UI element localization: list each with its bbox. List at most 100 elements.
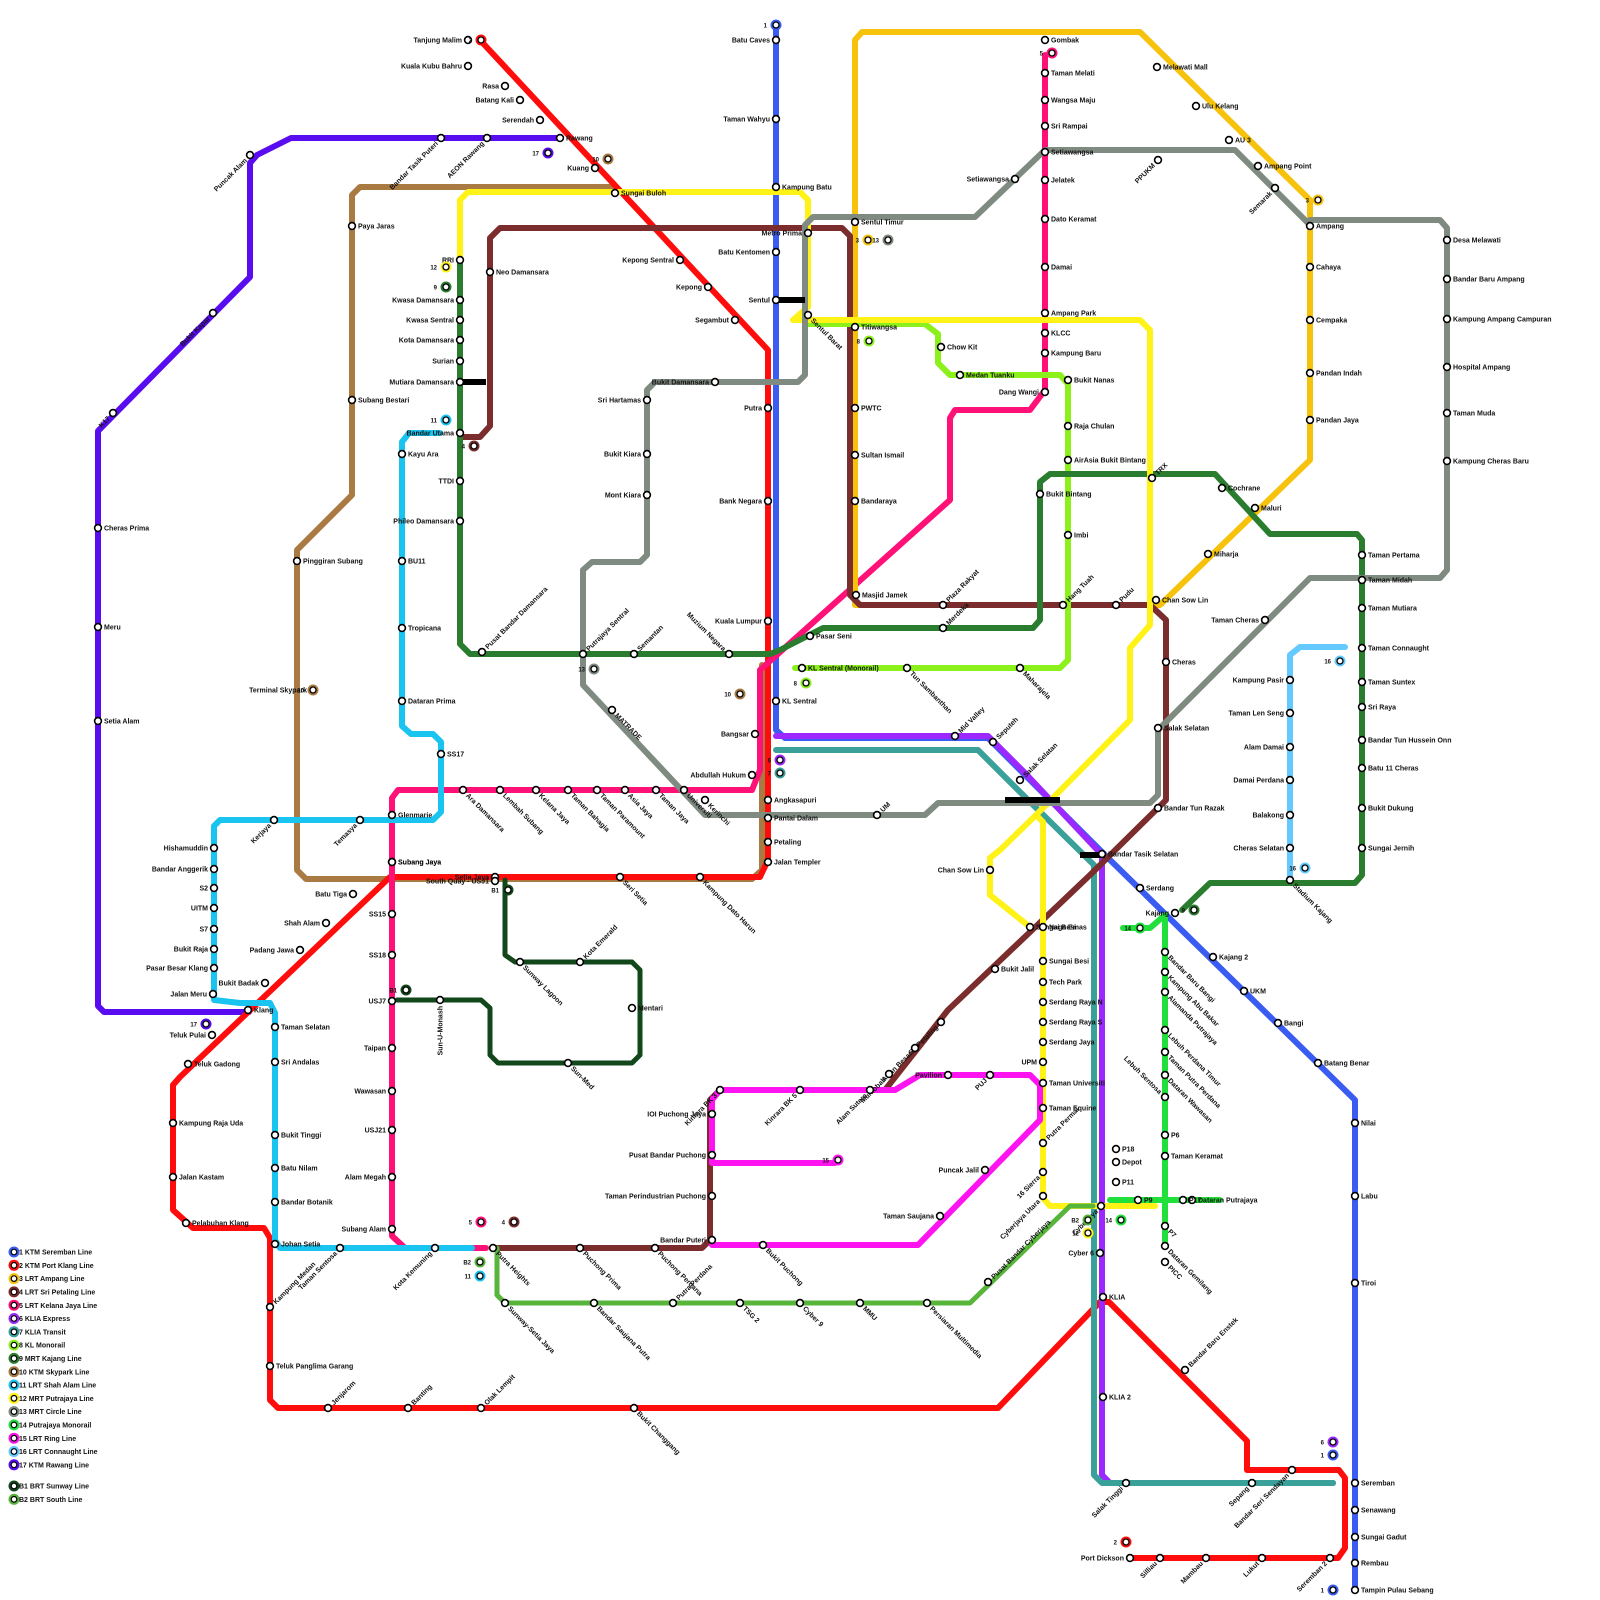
- station-marker[interactable]: [886, 1071, 893, 1078]
- station-taman-universiti[interactable]: Taman Universiti: [1040, 1080, 1105, 1088]
- station-ss15[interactable]: SS15: [369, 911, 396, 919]
- station-kampung-pasir[interactable]: Kampung Pasir: [1233, 677, 1294, 685]
- station-marker[interactable]: [211, 905, 218, 912]
- station-ss17[interactable]: SS17: [438, 751, 465, 759]
- station-marker[interactable]: [1155, 157, 1162, 164]
- station-bandaraya[interactable]: Bandaraya: [852, 498, 897, 506]
- station-raja-chulan[interactable]: Raja Chulan: [1065, 423, 1115, 431]
- station-marker[interactable]: [1098, 1203, 1105, 1210]
- station-marker[interactable]: [517, 959, 524, 966]
- station-taman-len-seng[interactable]: Taman Len Seng: [1229, 710, 1294, 718]
- station-bukit-jalil[interactable]: Bukit Jalil: [992, 966, 1035, 974]
- station-miharja[interactable]: Miharja: [1205, 551, 1239, 559]
- station-marker[interactable]: [1042, 149, 1049, 156]
- station-marker[interactable]: [272, 1059, 279, 1066]
- station-marker[interactable]: [484, 135, 491, 142]
- station-senawang[interactable]: Senawang: [1352, 1507, 1396, 1515]
- station-marker[interactable]: [1249, 1480, 1256, 1487]
- station-marker[interactable]: [517, 97, 524, 104]
- station-kampung-dato-harun[interactable]: Kampung Dato Harun: [697, 874, 757, 936]
- station-marker[interactable]: [247, 152, 254, 159]
- station-cheras-prima[interactable]: Cheras Prima: [95, 525, 150, 533]
- station-kl-sentral-monorail[interactable]: KL Sentral (Monorail): [799, 665, 879, 673]
- station-marker[interactable]: [460, 787, 467, 794]
- station-cheras[interactable]: Cheras: [1163, 659, 1196, 667]
- station-marker[interactable]: [1155, 725, 1162, 732]
- station-marker[interactable]: [1042, 177, 1049, 184]
- station-marker[interactable]: [1359, 645, 1366, 652]
- station-bandar-tun-razak[interactable]: Bandar Tun Razak: [1155, 805, 1225, 813]
- station-pasar-seni[interactable]: Pasar Seni: [807, 633, 852, 641]
- station-marker[interactable]: [245, 1007, 252, 1014]
- station-surian[interactable]: Surian: [432, 358, 463, 366]
- station-marker[interactable]: [1359, 845, 1366, 852]
- station-marker[interactable]: [349, 223, 356, 230]
- station-sri-hartamas[interactable]: Sri Hartamas: [598, 397, 651, 405]
- station-imbi[interactable]: Imbi: [1065, 532, 1089, 540]
- station-marker[interactable]: [1065, 423, 1072, 430]
- station-marker[interactable]: [765, 405, 772, 412]
- station-ampang-point[interactable]: Ampang Point: [1255, 163, 1313, 171]
- station-damai-perdana[interactable]: Damai Perdana: [1233, 777, 1293, 785]
- station-marker[interactable]: [1042, 389, 1049, 396]
- station-marker[interactable]: [712, 379, 719, 386]
- station-marker[interactable]: [457, 379, 464, 386]
- station-marker[interactable]: [1123, 1480, 1130, 1487]
- station-marker[interactable]: [405, 1405, 412, 1412]
- station-marker[interactable]: [1065, 532, 1072, 539]
- station-taman-mutiara[interactable]: Taman Mutiara: [1359, 605, 1417, 613]
- station-klia-2[interactable]: KLIA 2: [1100, 1394, 1131, 1402]
- station-pusat-bandar-cyberjaya[interactable]: Pusat Bandar Cyberjaya: [985, 1219, 1053, 1285]
- station-marker[interactable]: [1444, 276, 1451, 283]
- station-marker[interactable]: [1252, 505, 1259, 512]
- station-marker[interactable]: [95, 525, 102, 532]
- station-cochrane[interactable]: Cochrane: [1219, 485, 1261, 493]
- station-marker[interactable]: [1042, 350, 1049, 357]
- station-bandar-baru-enstek[interactable]: Bandar Baru Enstek: [1182, 1317, 1240, 1374]
- station-subang-alam[interactable]: Subang Alam: [342, 1226, 396, 1234]
- station-marker[interactable]: [1262, 617, 1269, 624]
- station-marker[interactable]: [982, 1167, 989, 1174]
- station-marker[interactable]: [1042, 37, 1049, 44]
- station-marker[interactable]: [1352, 1560, 1359, 1567]
- station-p18[interactable]: P18: [1113, 1146, 1135, 1154]
- station-marker[interactable]: [1205, 551, 1212, 558]
- station-angkasapuri[interactable]: Angkasapuri: [765, 797, 817, 805]
- station-kota-damansara[interactable]: Kota Damansara: [399, 337, 464, 345]
- station-marker[interactable]: [773, 184, 780, 191]
- station-alam-damai[interactable]: Alam Damai: [1244, 744, 1293, 752]
- station-marker[interactable]: [1359, 552, 1366, 559]
- station-marker[interactable]: [211, 946, 218, 953]
- station-marker[interactable]: [765, 797, 772, 804]
- station-marker[interactable]: [773, 116, 780, 123]
- station-marker[interactable]: [272, 1024, 279, 1031]
- station-marker[interactable]: [938, 1019, 945, 1026]
- station-marker[interactable]: [209, 1032, 216, 1039]
- station-marker[interactable]: [1359, 805, 1366, 812]
- station-tiroi[interactable]: Tiroi: [1352, 1280, 1376, 1288]
- station-seremban[interactable]: Seremban: [1352, 1480, 1395, 1488]
- station-marker[interactable]: [389, 1226, 396, 1233]
- station-marker[interactable]: [705, 284, 712, 291]
- station-kota-emerald[interactable]: Kota Emerald: [577, 924, 620, 965]
- station-marker[interactable]: [1444, 410, 1451, 417]
- station-lebuh-sentosa[interactable]: Lebuh Sentosa: [1122, 1056, 1168, 1101]
- station-shah-alam[interactable]: Shah Alam: [284, 920, 329, 928]
- station-marker[interactable]: [940, 625, 947, 632]
- station-marker[interactable]: [457, 317, 464, 324]
- station-pasar-besar-klang[interactable]: Pasar Besar Klang: [146, 965, 217, 973]
- station-segambut[interactable]: Segambut: [695, 317, 738, 325]
- station-kepong[interactable]: Kepong: [676, 284, 711, 292]
- station-sunway-setia-jaya[interactable]: Sunway-Setia Jaya: [502, 1300, 556, 1355]
- station-phileo-damansara[interactable]: Phileo Damansara: [393, 518, 463, 526]
- station-marker[interactable]: [432, 1245, 439, 1252]
- station-marker[interactable]: [924, 1300, 931, 1307]
- station-bandar-tun-hussein-onn[interactable]: Bandar Tun Hussein Onn: [1359, 737, 1452, 745]
- station-batu-tiga[interactable]: Batu Tiga: [315, 891, 356, 899]
- station-mont-kiara[interactable]: Mont Kiara: [605, 492, 651, 500]
- station-marker[interactable]: [1210, 954, 1217, 961]
- station-marker[interactable]: [399, 451, 406, 458]
- station-marker[interactable]: [805, 230, 812, 237]
- station-terminal-skypark[interactable]: Terminal Skypark: [249, 687, 316, 695]
- station-airasia-bukit-bintang[interactable]: AirAsia Bukit Bintang: [1065, 457, 1146, 465]
